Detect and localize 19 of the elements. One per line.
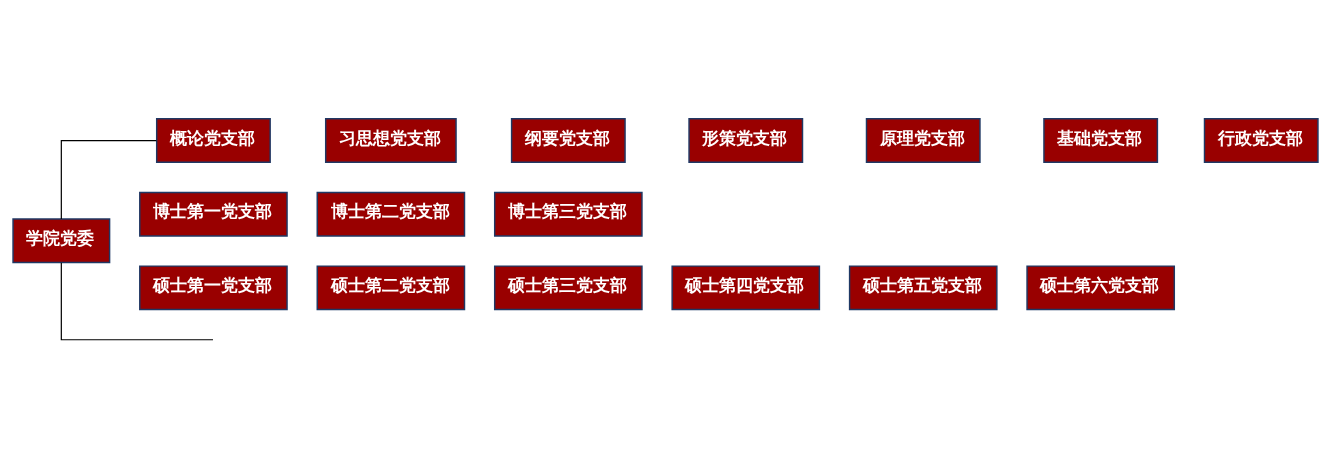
node-box: 习思想党支部 xyxy=(324,118,457,163)
node-box: 硕士第六党支部 xyxy=(1026,265,1176,311)
node-box: 概论党支部 xyxy=(155,118,271,163)
node-box: 形策党支部 xyxy=(688,118,804,163)
node-box: 博士第二党支部 xyxy=(316,191,466,237)
node-box: 原理党支部 xyxy=(865,118,981,163)
connector xyxy=(60,139,157,220)
node-box: 硕士第四党支部 xyxy=(671,265,821,311)
node-box: 基础党支部 xyxy=(1043,118,1159,163)
node-box: 博士第一党支部 xyxy=(139,191,288,237)
node-box: 硕士第五党支部 xyxy=(848,265,998,311)
node-box: 行政党支部 xyxy=(1203,118,1319,163)
node-box: 博士第三党支部 xyxy=(493,191,643,237)
connector xyxy=(60,262,214,341)
node-box: 硕士第一党支部 xyxy=(139,265,288,311)
node-box: 硕士第三党支部 xyxy=(493,265,643,311)
node-box: 学院党委 xyxy=(12,218,111,264)
node-box: 硕士第二党支部 xyxy=(316,265,466,311)
node-box: 纲要党支部 xyxy=(510,118,626,163)
